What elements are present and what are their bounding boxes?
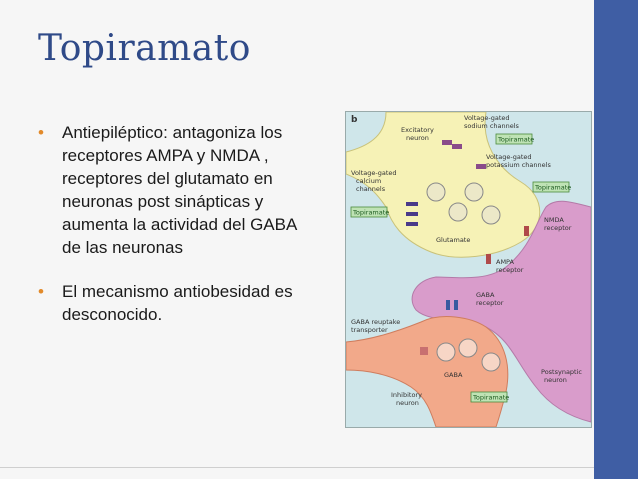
svg-text:Topiramate: Topiramate [497,136,534,144]
svg-text:Excitatory: Excitatory [401,126,434,134]
accent-bar [594,0,638,479]
svg-text:Voltage-gated: Voltage-gated [486,153,532,161]
svg-text:calcium: calcium [356,177,381,185]
svg-text:potassium channels: potassium channels [486,161,551,169]
footer-divider [0,467,594,468]
svg-text:receptor: receptor [476,299,504,307]
bullet-dot-icon: • [38,282,44,301]
synapse-diagram: Topiramate Topiramate Topiramate Topiram… [346,112,591,427]
synapse-figure: Topiramate Topiramate Topiramate Topiram… [345,111,592,428]
svg-text:transporter: transporter [351,326,388,334]
bullet-list: • Antiepiléptico: antagoniza los recepto… [38,121,308,326]
svg-text:sodium channels: sodium channels [464,122,520,130]
svg-text:neuron: neuron [396,399,419,407]
svg-text:GABA reuptake: GABA reuptake [351,318,400,326]
svg-text:GABA: GABA [476,291,495,299]
svg-text:Topiramate: Topiramate [472,394,509,402]
svg-text:neuron: neuron [544,376,567,384]
bullet-text: Antiepiléptico: antagoniza los receptore… [62,123,297,257]
svg-text:Voltage-gated: Voltage-gated [351,169,397,177]
postsynaptic-neuron-shape [411,200,591,423]
svg-text:NMDA: NMDA [544,216,564,224]
svg-text:GABA: GABA [444,371,463,379]
bullet-item: • El mecanismo antiobesidad es desconoci… [38,280,308,326]
svg-text:Topiramate: Topiramate [534,184,571,192]
bullet-text: El mecanismo antiobesidad es desconocido… [62,282,293,324]
svg-text:Postsynaptic: Postsynaptic [541,368,582,376]
svg-text:neuron: neuron [406,134,429,142]
bullet-dot-icon: • [38,123,44,142]
svg-text:b: b [351,115,358,125]
svg-text:receptor: receptor [496,266,524,274]
svg-text:Voltage-gated: Voltage-gated [464,114,510,122]
slide-title: Topiramato [38,28,251,69]
bullet-item: • Antiepiléptico: antagoniza los recepto… [38,121,308,259]
svg-text:receptor: receptor [544,224,572,232]
svg-text:Topiramate: Topiramate [352,209,389,217]
svg-text:channels: channels [356,185,386,193]
svg-text:Glutamate: Glutamate [436,236,470,244]
svg-text:Inhibitory: Inhibitory [391,391,422,399]
svg-text:AMPA: AMPA [496,258,515,266]
